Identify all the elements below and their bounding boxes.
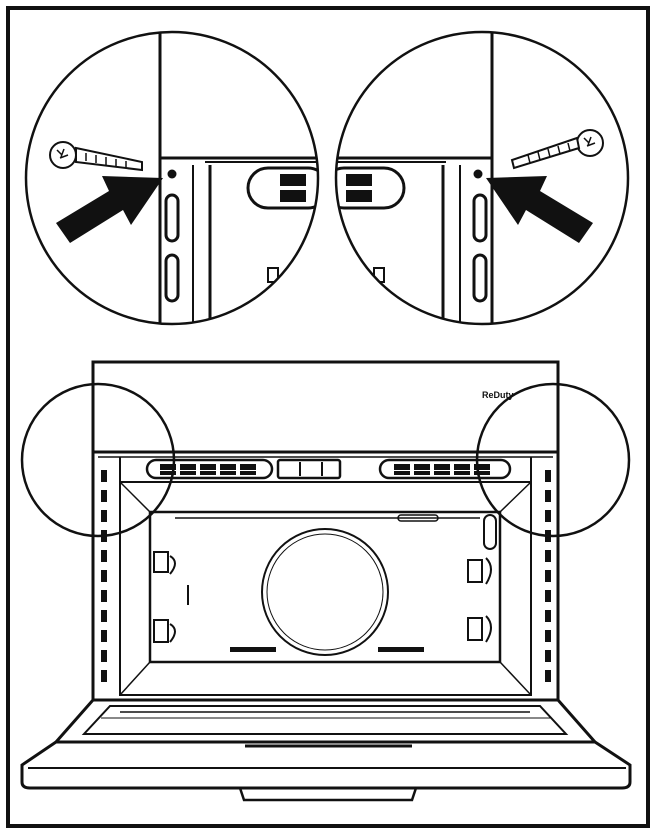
screw-icon <box>49 141 143 172</box>
detail-circle-right <box>334 30 630 326</box>
arrow-icon <box>486 176 593 243</box>
control-panel <box>91 360 560 454</box>
arrow-icon <box>56 176 163 243</box>
cavity-back-wall <box>148 510 502 664</box>
detail-circle-left <box>24 30 320 326</box>
appliance: ReDuty <box>20 360 632 802</box>
screw-icon <box>510 129 604 170</box>
turntable <box>261 528 389 656</box>
figure-frame <box>6 6 650 828</box>
callout-marker-left <box>20 382 176 538</box>
brand-mark: ReDuty <box>482 390 514 400</box>
callout-marker-right <box>475 382 631 538</box>
